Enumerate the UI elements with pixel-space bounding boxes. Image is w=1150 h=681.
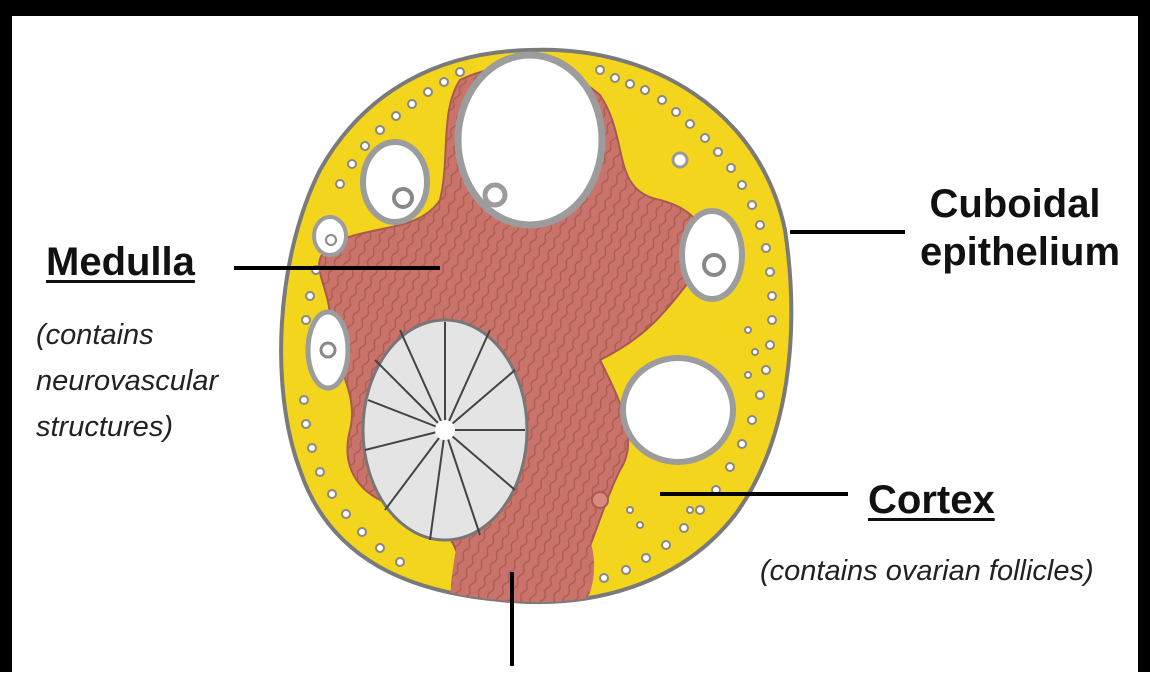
vessel: [592, 492, 608, 508]
follicle-upper-left: [363, 142, 427, 222]
antral-follicle-right: [623, 358, 733, 462]
cortex-label: Cortex: [868, 478, 995, 522]
antral-follicle-large: [458, 55, 602, 225]
cuboidal-epithelium-label: Cuboidal epithelium: [920, 180, 1110, 276]
medulla-note: (contains neurovascular structures): [36, 312, 256, 450]
medulla-label: Medulla: [46, 240, 195, 284]
cortex-note: (contains ovarian follicles): [760, 548, 1140, 594]
follicle-tiny: [673, 153, 687, 167]
frame-bottom-gap: [0, 672, 1150, 681]
